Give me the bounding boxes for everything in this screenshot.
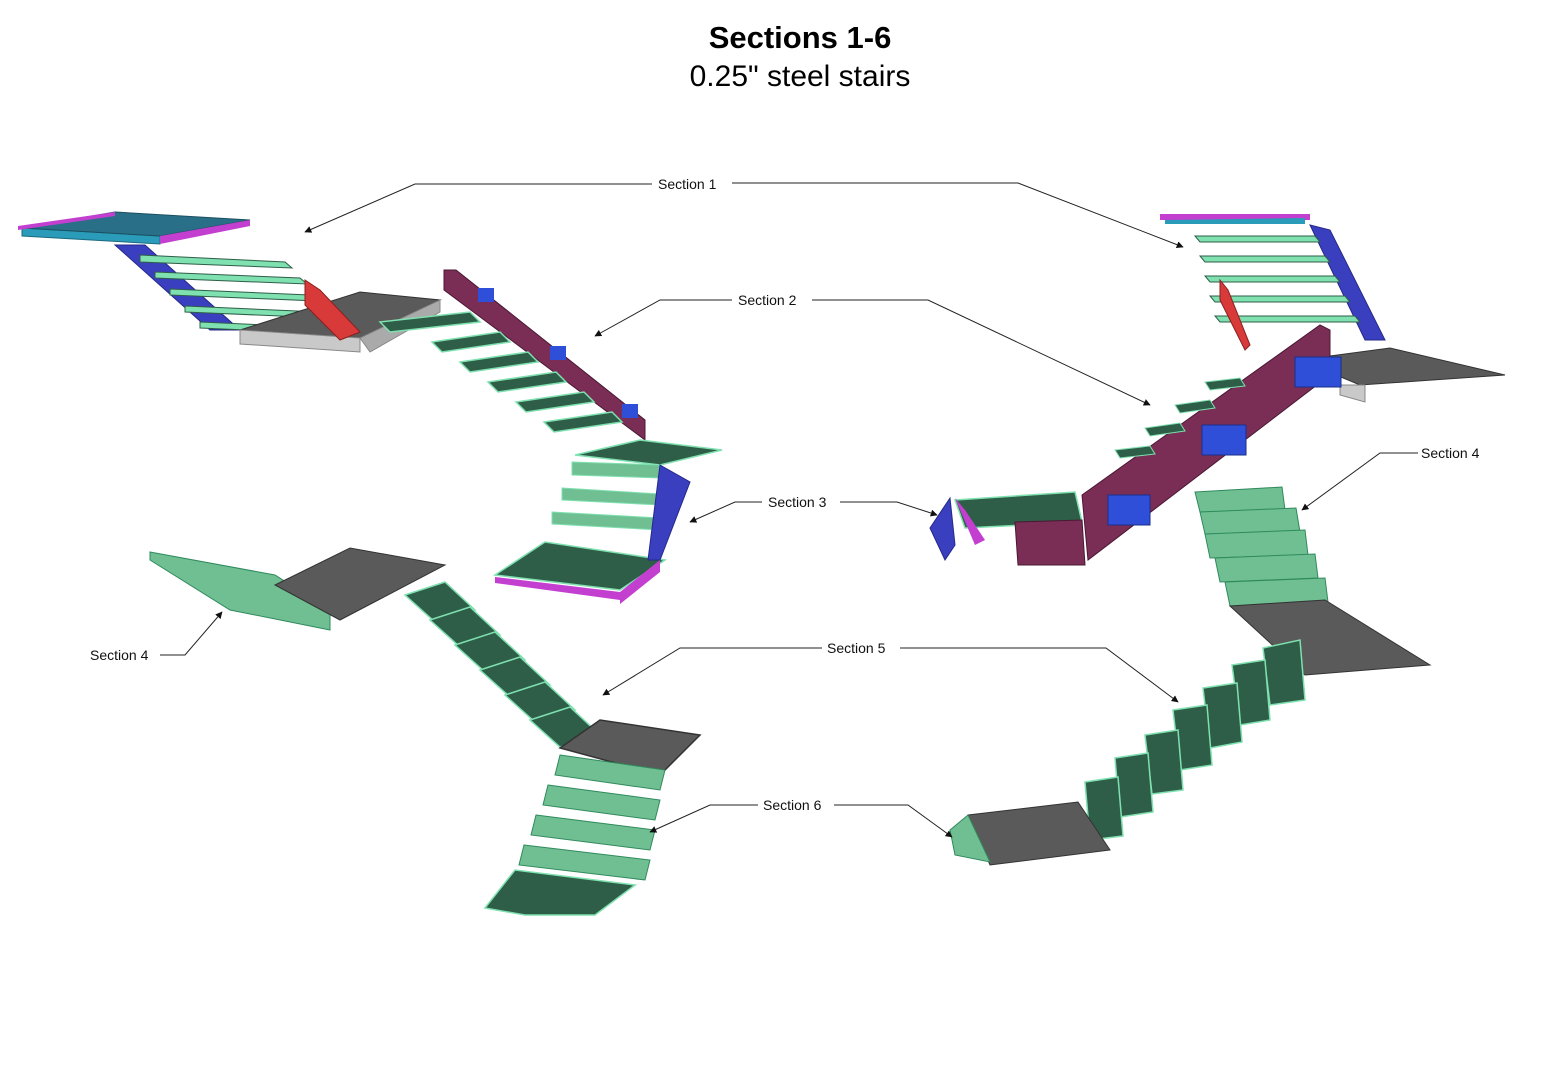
right-section-5	[1084, 639, 1306, 841]
label-section-5: Section 5	[827, 640, 886, 656]
right-section-2	[1081, 324, 1342, 561]
left-section-2	[378, 269, 646, 441]
left-section-1	[18, 211, 442, 353]
right-section-6	[949, 801, 1111, 866]
drawing-title: Sections 1-6	[708, 20, 892, 55]
right-section-3	[929, 491, 1086, 566]
drawing-subtitle: 0.25" steel stairs	[689, 60, 911, 93]
label-section-4-left: Section 4	[90, 647, 149, 663]
left-section-6	[483, 754, 666, 916]
right-section-1	[1160, 214, 1506, 403]
left-section-5	[403, 581, 702, 776]
leader-lines	[160, 182, 1418, 838]
label-section-1: Section 1	[658, 176, 717, 192]
label-section-2: Section 2	[738, 292, 797, 308]
left-section-3	[492, 439, 723, 604]
label-section-6: Section 6	[763, 797, 822, 813]
label-section-3: Section 3	[768, 494, 827, 510]
label-section-4-right: Section 4	[1421, 445, 1480, 461]
left-section-4	[149, 547, 447, 631]
right-section-4	[1194, 486, 1432, 676]
